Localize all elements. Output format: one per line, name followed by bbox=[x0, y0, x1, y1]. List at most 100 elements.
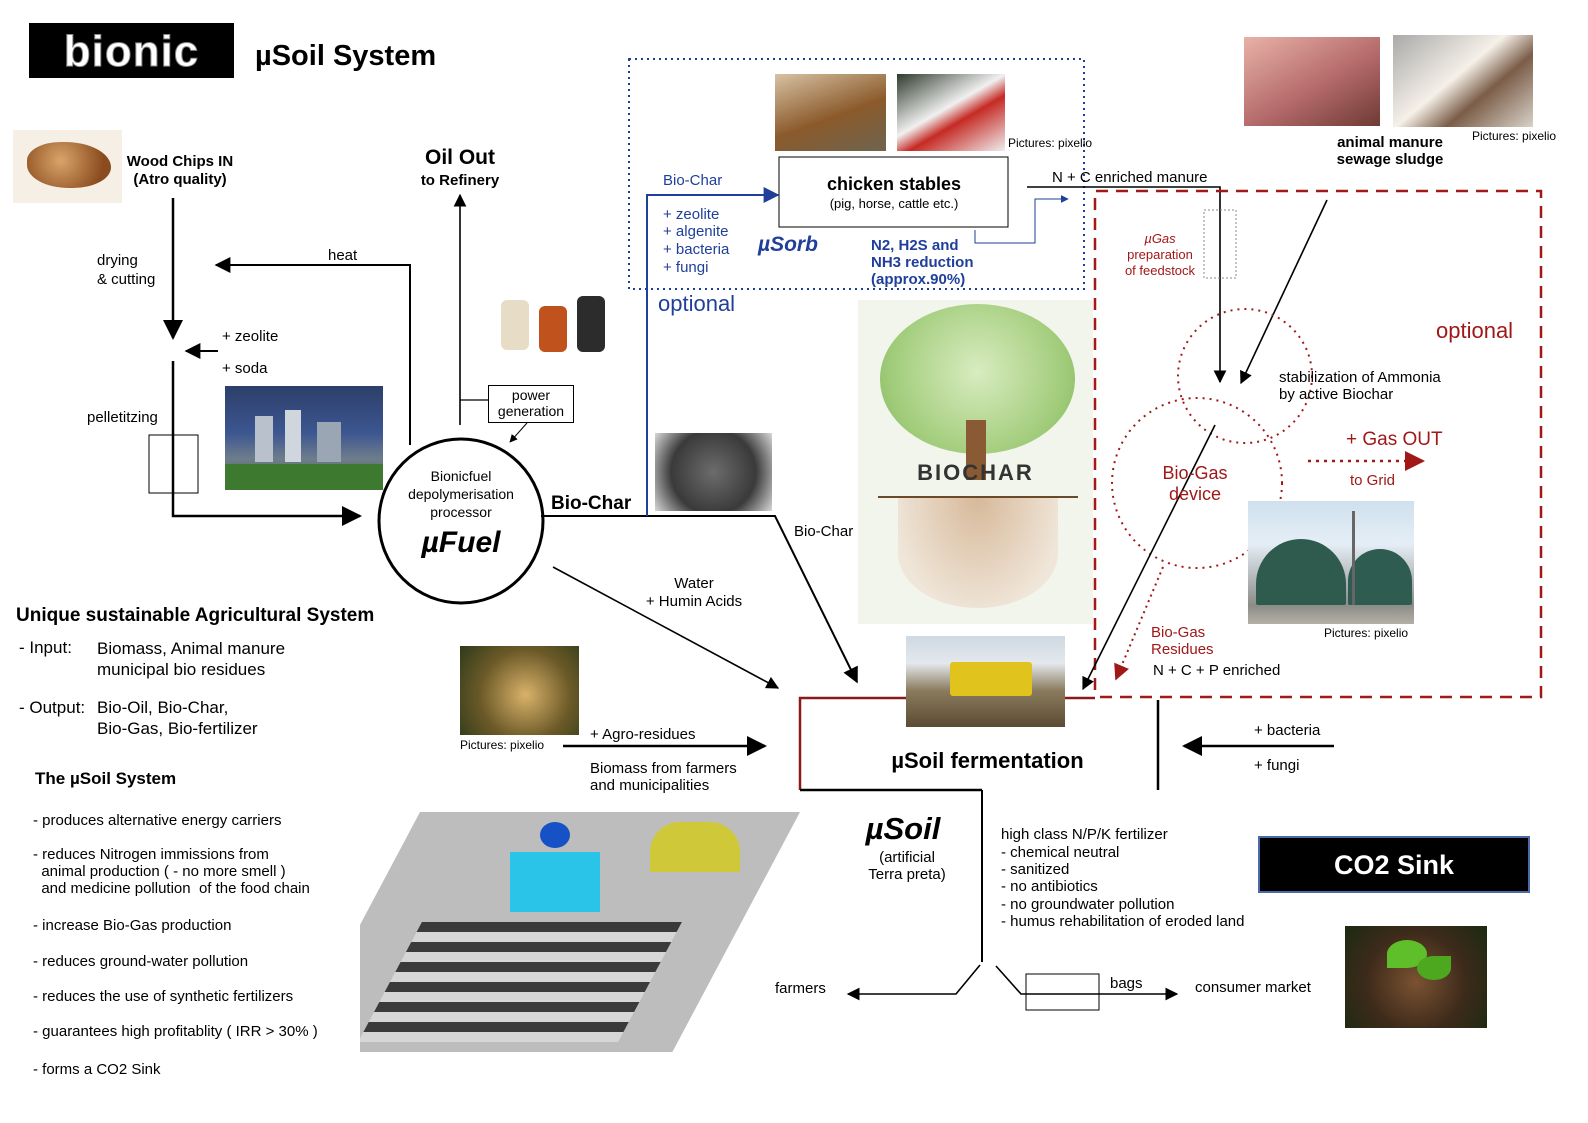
water-label: Water bbox=[674, 575, 714, 592]
manure-arrow-label: N + C enriched manure bbox=[1052, 169, 1208, 186]
system-item-2: - reduces Nitrogen immissions from bbox=[33, 846, 269, 863]
fertilizer-item-1: - chemical neutral bbox=[1001, 844, 1120, 861]
fermentation-title: µSoil fermentation bbox=[891, 748, 1084, 773]
farmers-label: farmers bbox=[775, 980, 826, 997]
usorb-additive-zeolite: + zeolite bbox=[663, 206, 720, 223]
usorb-optional: optional bbox=[658, 291, 736, 316]
co2-sink-label: CO2 Sink bbox=[1333, 850, 1455, 880]
summary-output-label: - Output: bbox=[19, 698, 86, 717]
system-title: The µSoil System bbox=[35, 769, 177, 788]
biochar-branch-label: Bio-Char bbox=[794, 523, 854, 540]
biogas-device-line2: device bbox=[1168, 484, 1222, 504]
bags-label: bags bbox=[1110, 975, 1143, 992]
usorb-additive-bacteria: + bacteria bbox=[663, 241, 730, 258]
co2-sink-badge: CO2 Sink bbox=[1258, 836, 1530, 893]
wood-chips-sublabel: (Atro quality) bbox=[133, 171, 227, 188]
biogas-photo-credit: Pictures: pixelio bbox=[1324, 626, 1409, 640]
summary-output-1: Bio-Oil, Bio-Char, bbox=[97, 698, 229, 717]
system-item-4: and medicine pollution of the food chain bbox=[33, 880, 310, 897]
page-title: µSoil System bbox=[255, 40, 437, 72]
ugas-line1: µGas bbox=[1144, 231, 1176, 246]
heat-label: heat bbox=[328, 247, 358, 264]
consumer-market-label: consumer market bbox=[1195, 979, 1311, 996]
system-item-8: - guarantees high profitablity ( IRR > 3… bbox=[33, 1023, 318, 1040]
processor-line3: processor bbox=[430, 504, 492, 520]
npk-enriched-label: N + C + P enriched bbox=[1153, 662, 1281, 679]
fertilizer-item-5: - humus rehabilitation of eroded land bbox=[1001, 913, 1245, 930]
biomass-line2: and municipalities bbox=[590, 777, 710, 794]
summary-input-label: - Input: bbox=[19, 638, 72, 657]
summary-input-1: Biomass, Animal manure bbox=[97, 639, 286, 658]
summary-output-2: Bio-Gas, Bio-fertilizer bbox=[97, 719, 258, 738]
stabilization-line2: by active Biochar bbox=[1279, 386, 1394, 403]
usoil-sub1: (artificial bbox=[879, 849, 935, 866]
pigs-photo bbox=[1244, 37, 1380, 126]
usorb-photo-credit: Pictures: pixelio bbox=[1008, 136, 1093, 150]
residues-line1: Bio-Gas bbox=[1151, 624, 1206, 641]
plant-photo bbox=[225, 386, 383, 490]
system-item-9: - forms a CO2 Sink bbox=[33, 1061, 161, 1078]
animal-manure-label: animal manure bbox=[1337, 134, 1443, 151]
cows-photo bbox=[1393, 35, 1533, 127]
cutting-label: & cutting bbox=[97, 271, 156, 288]
power-generation-line2: generation bbox=[497, 403, 565, 419]
usoil-name: µSoil bbox=[865, 811, 941, 846]
to-grid-label: to Grid bbox=[1350, 472, 1396, 489]
biochar-tree-illustration: BIOCHAR bbox=[858, 300, 1093, 624]
fertilizer-title: high class N/P/K fertilizer bbox=[1001, 826, 1168, 843]
fertilizer-item-3: - no antibiotics bbox=[1001, 878, 1098, 895]
usorb-additive-fungi: + fungi bbox=[663, 259, 709, 276]
ugas-line2: preparation bbox=[1127, 247, 1193, 262]
summary-title: Unique sustainable Agricultural System bbox=[16, 605, 375, 626]
wood-chips-label: Wood Chips IN bbox=[126, 153, 234, 170]
gas-out-label: + Gas OUT bbox=[1346, 429, 1443, 450]
animals-photo-credit: Pictures: pixelio bbox=[1472, 129, 1557, 143]
bionic-logo: bionic bbox=[29, 23, 234, 78]
oil-out-subtitle: to Refinery bbox=[420, 172, 500, 189]
seedling-photo bbox=[1345, 926, 1487, 1028]
wood-chips-photo bbox=[13, 130, 122, 203]
usorb-biochar-label: Bio-Char bbox=[663, 172, 723, 189]
agro-photo-credit: Pictures: pixelio bbox=[460, 738, 545, 752]
bacteria-label: + bacteria bbox=[1254, 722, 1321, 739]
reduction-line1: N2, H2S and bbox=[871, 237, 959, 254]
system-item-5: - increase Bio-Gas production bbox=[33, 917, 232, 934]
hens-photo bbox=[775, 74, 886, 151]
power-generation-box: power generation bbox=[488, 385, 574, 423]
usoil-sub2: Terra preta) bbox=[868, 866, 946, 883]
compost-turner-photo bbox=[906, 636, 1065, 727]
processor-line2: depolymerisation bbox=[408, 486, 514, 502]
system-item-6: - reduces ground-water pollution bbox=[33, 953, 249, 970]
drying-label: drying bbox=[97, 252, 138, 269]
biogas-device-line1: Bio-Gas bbox=[1162, 463, 1228, 483]
roosters-photo bbox=[897, 74, 1005, 151]
fertilizer-item-2: - sanitized bbox=[1001, 861, 1070, 878]
sewage-sludge-label: sewage sludge bbox=[1336, 151, 1444, 168]
system-item-3: animal production ( - no more smell ) bbox=[33, 863, 286, 880]
summary-input-2: municipal bio residues bbox=[97, 660, 266, 679]
system-item-7: - reduces the use of synthetic fertilize… bbox=[33, 988, 294, 1005]
power-generation-line1: power bbox=[511, 387, 551, 403]
ugas-line3: of feedstock bbox=[1124, 263, 1196, 278]
oil-out-title: Oil Out bbox=[425, 146, 495, 169]
reduction-line3: (approx.90%) bbox=[871, 271, 966, 288]
biochar-illustration-title: BIOCHAR bbox=[917, 460, 1034, 485]
residues-line2: Residues bbox=[1151, 641, 1214, 658]
stabilization-line1: stabilization of Ammonia bbox=[1279, 369, 1441, 386]
chicken-stables-subtitle: (pig, horse, cattle etc.) bbox=[829, 196, 959, 211]
agro-residues-label: + Agro-residues bbox=[590, 726, 696, 743]
usorb-name: µSorb bbox=[758, 233, 818, 256]
bottles-photo bbox=[497, 290, 610, 356]
processor-line1: Bionicfuel bbox=[430, 468, 492, 484]
system-item-1: - produces alternative energy carriers bbox=[33, 812, 282, 829]
processor-name: µFuel bbox=[421, 526, 501, 559]
fungi-label: + fungi bbox=[1254, 757, 1300, 774]
usorb-additive-algenite: + algenite bbox=[663, 223, 729, 240]
humin-acids-label: + Humin Acids bbox=[645, 593, 743, 610]
farm-rendering bbox=[360, 812, 800, 1052]
biogas-plant-photo bbox=[1248, 501, 1414, 624]
zeolite-label: + zeolite bbox=[222, 328, 279, 345]
biogas-optional: optional bbox=[1436, 318, 1514, 343]
biomass-line1: Biomass from farmers bbox=[590, 760, 737, 777]
